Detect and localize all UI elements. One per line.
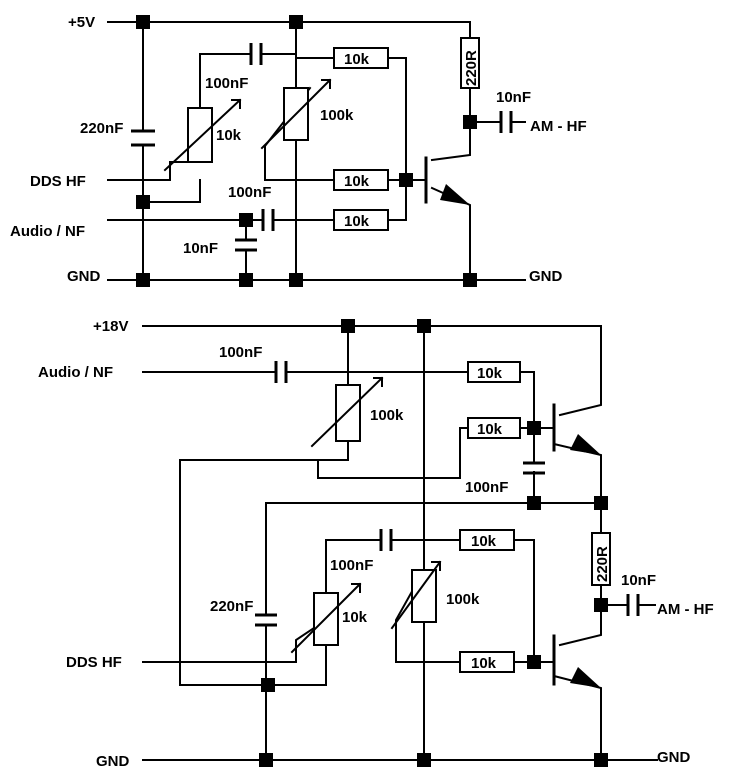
label-r-top: 10k [344,51,370,68]
cap-dds-220nf-b [255,613,277,627]
cap-pot-100nf-b [379,529,393,551]
label-audio-input: Audio / NF [10,223,85,240]
label-output: AM - HF [530,118,587,135]
cap-audio-100nf-b [274,361,288,383]
circuit-bottom: +18V Audio / NF DDS HF GND GND AM - HF 1… [38,318,714,770]
label-dds-input-b: DDS HF [66,654,122,671]
label-gnd-right-b: GND [657,749,691,766]
label-r-bot: 10k [344,213,370,230]
cap-pot-100nf [249,43,263,65]
top-junctions [136,15,477,287]
label-gnd-right: GND [529,268,563,285]
label-supply-b: +18V [93,318,128,335]
bottom-junctions [259,319,608,767]
resistor-mid-10k [333,169,389,191]
top-capacitors [131,43,513,252]
resistor-top-10k [333,47,389,69]
label-c-out: 10nF [496,89,531,106]
label-r-mid: 10k [344,173,370,190]
label-pot-upper: 100k [370,407,404,424]
resistor-l2-10k [459,651,515,673]
label-output-b: AM - HF [657,601,714,618]
label-r-collector-b: 220R [594,546,611,582]
label-pot-lower: 100k [446,591,480,608]
label-c-pot-b: 100nF [330,557,373,574]
label-dds-input: DDS HF [30,173,86,190]
label-c-dds-b: 220nF [210,598,253,615]
label-c-out-b: 10nF [621,572,656,589]
resistor-220r-b [591,532,611,586]
bottom-capacitors [255,361,640,627]
bottom-resistors [290,361,611,673]
bottom-wires [142,325,658,761]
label-audio-input-b: Audio / NF [38,364,113,381]
label-c-audio-b: 100nF [219,344,262,361]
resistor-u1-10k [467,361,521,383]
cap-audio-gnd-10nf [235,238,257,252]
label-pot-bias: 100k [320,107,354,124]
label-pot-dds-b: 10k [342,609,368,626]
label-r-l1: 10k [471,533,497,550]
resistor-bot-10k [333,209,389,231]
label-c-pot: 100nF [205,75,248,92]
label-c-dds: 220nF [80,120,123,137]
resistor-220r [460,37,480,89]
pot-lower-100k [411,569,437,623]
cap-out-10nf [499,111,513,133]
label-c-base: 100nF [465,479,508,496]
label-r-l2: 10k [471,655,497,672]
cap-dds-220nf [131,129,155,147]
label-gnd-left-b: GND [96,753,130,770]
top-resistors [163,37,480,231]
label-gnd-left: GND [67,268,101,285]
resistor-l1-10k [459,529,515,551]
top-transistor [424,156,470,205]
label-pot-dds: 10k [216,127,242,144]
pot-upper-100k [335,384,361,442]
label-r-u2: 10k [477,421,503,438]
cap-audio-100nf [261,209,275,231]
label-supply: +5V [68,14,95,31]
label-c-audio: 100nF [228,184,271,201]
bottom-transistors [552,403,601,688]
label-r-u1: 10k [477,365,503,382]
cap-out-10nf-b [626,594,640,616]
circuit-top: +5V DDS HF Audio / NF GND GND AM - HF 22… [10,14,587,287]
pot-dds-10k [187,107,213,163]
label-r-collector: 220R [463,50,480,86]
label-c-audio-gnd: 10nF [183,240,218,257]
resistor-u2-10k [467,417,521,439]
cap-base-100nf [523,461,545,475]
